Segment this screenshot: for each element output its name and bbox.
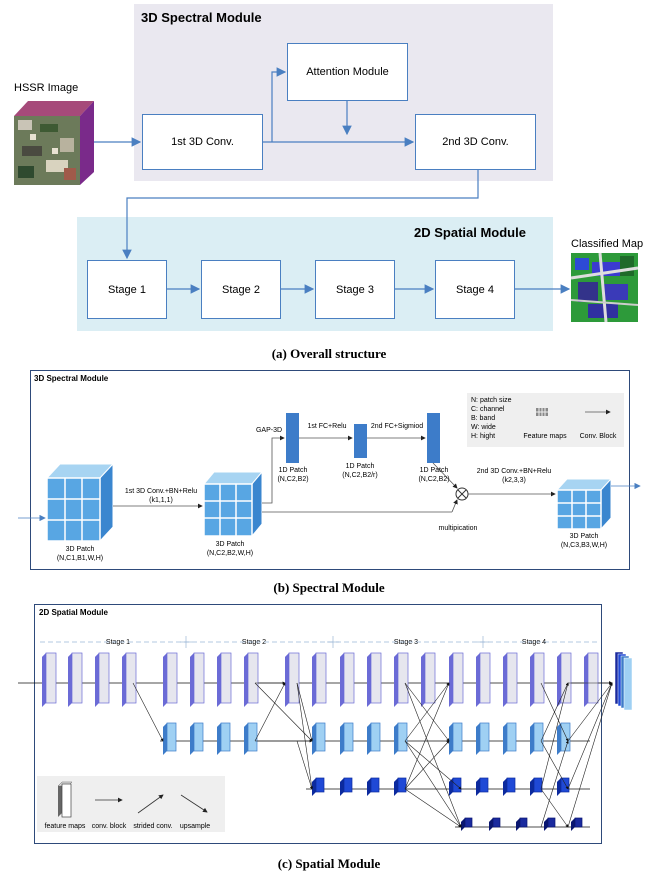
p2-shape: (N,C2,B2/r) (342, 472, 378, 479)
fc1-label: 1st FC+Relu (307, 423, 347, 430)
stage-1-block: Stage 1 (87, 260, 167, 319)
legend-conv-block-label: Conv. Block (579, 433, 617, 440)
patch-out-shape: (N,C3,B3,W,H) (560, 542, 608, 549)
caption-a: (a) Overall structure (271, 346, 387, 361)
conv2-spec-label: 2nd 3D Conv.+BN+Relu (k2,3,3) (468, 467, 560, 485)
legend-feature-maps-label: Feature maps (523, 433, 567, 440)
attention-module-block: Attention Module (287, 43, 408, 101)
legend-b: B: band (471, 415, 496, 422)
conv1-spec-label: 1st 3D Conv.+BN+Relu (k1,1,1) (116, 487, 206, 505)
spatial-detail-title: 2D Spatial Module (39, 608, 108, 617)
output-feature-stack (617, 653, 627, 707)
spatial-stage-2-label: Stage 2 (234, 638, 274, 647)
conv2-spec-name: 2nd 3D Conv.+BN+Relu (476, 468, 552, 475)
p3-name: 1D Patch (419, 467, 449, 474)
spectral-detail-title: 3D Spectral Module (34, 374, 109, 383)
spectral-detail-frame (30, 370, 630, 570)
input-label: HSSR Image (14, 82, 79, 94)
p1-shape: (N,C2,B2) (277, 476, 309, 483)
conv2-block: 2nd 3D Conv. (415, 114, 536, 170)
legend-strided-conv-text: strided conv. (133, 823, 173, 830)
p3-label: 1D Patch (N,C2,B2) (409, 466, 459, 484)
conv1-spec-name: 1st 3D Conv.+BN+Relu (124, 488, 198, 495)
spectral-module-title: 3D Spectral Module (141, 10, 262, 25)
output-feature-stack (620, 655, 630, 709)
legend-feature-maps-text: feature maps (44, 823, 86, 830)
fc2-label: 2nd FC+Sigmiod (370, 423, 424, 430)
p1-label: 1D Patch (N,C2,B2) (268, 466, 318, 484)
output-feature-stack (623, 657, 633, 711)
patch-out-name: 3D Patch (569, 533, 599, 540)
legend-upsample-text: upsample (179, 823, 211, 830)
conv2-spec-kernel: (k2,3,3) (502, 477, 526, 484)
patch-mid-shape: (N,C2,B2,W,H) (206, 550, 254, 557)
gap-label: GAP-3D (255, 427, 283, 434)
spatial-stage-4-label: Stage 4 (514, 638, 554, 647)
spatial-stage-3-label: Stage 3 (386, 638, 426, 647)
p3-shape: (N,C2,B2) (418, 476, 450, 483)
legend-n: N: patch size (471, 397, 512, 404)
spatial-module-title: 2D Spatial Module (414, 225, 526, 240)
legend-c: C: channel (471, 406, 505, 413)
patch-in-name: 3D Patch (65, 546, 95, 553)
stage-3-block: Stage 3 (315, 260, 395, 319)
legend-conv-block-text: conv. block (91, 823, 127, 830)
patch-in-label: 3D Patch (N,C1,B1,W,H) (40, 545, 120, 563)
stage-4-block: Stage 4 (435, 260, 515, 319)
patch-in-shape: (N,C1,B1,W,H) (56, 555, 104, 562)
output-label: Classified Map (571, 238, 644, 250)
p2-name: 1D Patch (345, 463, 375, 470)
legend-w: W: wide (471, 424, 496, 431)
patch-out-label: 3D Patch (N,C3,B3,W,H) (544, 532, 624, 550)
p1-name: 1D Patch (278, 467, 308, 474)
patch-mid-name: 3D Patch (215, 541, 245, 548)
caption-c: (c) Spatial Module (277, 856, 381, 871)
p2-label: 1D Patch (N,C2,B2/r) (334, 462, 386, 480)
legend-abbrev-list: N: patch size C: channel B: band W: wide… (471, 396, 533, 441)
stage-2-block: Stage 2 (201, 260, 281, 319)
legend-h: H: hight (471, 433, 496, 440)
conv1-spec-kernel: (k1,1,1) (149, 497, 173, 504)
mult-label: multipication (438, 525, 478, 532)
spatial-stage-1-label: Stage 1 (98, 638, 138, 647)
conv1-block: 1st 3D Conv. (142, 114, 263, 170)
caption-b: (b) Spectral Module (273, 580, 385, 595)
output-feature-stack (614, 651, 624, 705)
patch-mid-label: 3D Patch (N,C2,B2,W,H) (190, 540, 270, 558)
